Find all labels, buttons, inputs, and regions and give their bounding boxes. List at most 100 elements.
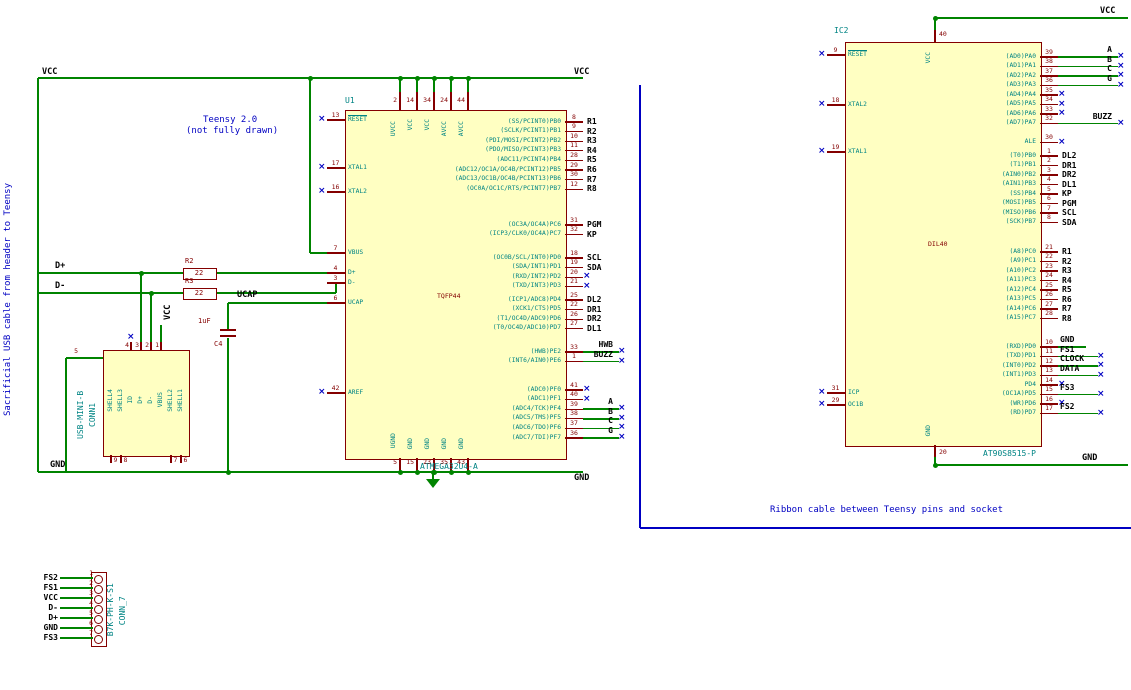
pin-name: (PDO/MISO/PCINT3)PB3 [485, 146, 561, 154]
pin [327, 302, 345, 304]
pin-name: (OC0B/SCL/INT0)PD0 [492, 253, 561, 261]
pin-number: 34 [423, 96, 431, 104]
pin-number: 36 [570, 428, 578, 437]
conn7-reference: CONN_7 [118, 596, 127, 626]
pin [1040, 260, 1058, 263]
pin-name: (ADC6/TDO)PF6 [511, 424, 561, 431]
pin [433, 92, 435, 110]
pin-number: 20 [570, 267, 578, 276]
no-connect-icon: × [1097, 350, 1105, 361]
net-label: PGM [1062, 198, 1077, 208]
sheet-border [640, 527, 1131, 529]
wire [37, 78, 39, 472]
net-label-dplus: D+ [55, 261, 66, 271]
pin [327, 119, 345, 121]
pin-number: 38 [1045, 57, 1053, 65]
wire [1058, 365, 1098, 367]
resistor-r3-reference: R3 [185, 277, 194, 285]
conn7-pad [94, 624, 103, 634]
pin-number: 39 [1045, 47, 1053, 56]
pin-name: (OC0A/OC1C/RTS/PCINT7)PB7 [466, 184, 561, 192]
conn7-pad [94, 614, 103, 624]
pin-name: (ADC1)PF1 [526, 395, 561, 403]
pin-number: 22 [1045, 252, 1053, 260]
no-connect-icon: × [1097, 369, 1105, 380]
net-label: SCL [587, 253, 602, 262]
u1-body [345, 110, 567, 460]
wire [215, 272, 327, 274]
pin-name: (XCK1/CTS)PD5 [511, 305, 561, 313]
pin-number: 38 [570, 409, 578, 418]
pin [327, 191, 345, 193]
wire [450, 78, 452, 92]
pin-name: (AD1)PA1 [1005, 62, 1036, 70]
pin [827, 151, 845, 153]
net-label: PGM [587, 220, 602, 229]
pin-number: 2 [393, 96, 397, 104]
no-connect-icon: × [1117, 51, 1125, 61]
pin-number: 39 [570, 399, 578, 408]
pin-number: 8 [123, 456, 128, 464]
pin-number: 7 [1047, 203, 1051, 212]
pin-number: 8 [1047, 213, 1051, 221]
usb-pin-label: SHELL1 [176, 388, 184, 412]
pin-name: (INT1)PD3 [1001, 371, 1036, 379]
pin [170, 455, 172, 463]
conn7-pad [94, 584, 103, 594]
pin [1040, 65, 1058, 68]
wire [935, 17, 1128, 19]
sheet-border [639, 85, 641, 528]
junction-dot [414, 75, 420, 81]
net-label: R3 [1062, 266, 1072, 275]
wire [60, 607, 93, 609]
net-label: R7 [1062, 304, 1072, 313]
wire [227, 303, 229, 329]
junction-dot [307, 75, 313, 81]
pin-name: (AD4)PA4 [1005, 90, 1036, 98]
net-label: R5 [1062, 285, 1072, 294]
net-label-vcc: VCC [42, 67, 58, 77]
pin-name: (ICP3/CLK0/OC4A)PC7 [488, 230, 561, 238]
pin-number: 32 [570, 225, 578, 234]
pin [327, 252, 345, 254]
pin [565, 169, 583, 171]
wire [1058, 346, 1086, 348]
wire [467, 78, 469, 92]
net-label: KP [1062, 189, 1072, 198]
pin [1040, 374, 1058, 377]
wire [60, 627, 93, 629]
pin-number: 4 [125, 341, 129, 349]
net-label-vcc: VCC [574, 67, 590, 77]
pin-number: 31 [831, 383, 840, 392]
net-label: SCL [1062, 208, 1077, 217]
pin-name: D+ [348, 268, 356, 276]
no-connect-icon: × [583, 393, 591, 404]
pin [934, 445, 936, 457]
pin-number: 28 [1045, 309, 1053, 317]
capacitor-plate [220, 335, 236, 337]
pin-number: 1 [89, 569, 93, 577]
wire [583, 360, 619, 363]
wire [1058, 75, 1118, 77]
pin-name: (WR)PD6 [1009, 399, 1036, 407]
pin-name: (A11)PC3 [1005, 276, 1036, 284]
pin-number: 30 [1045, 133, 1053, 141]
pin-number: 30 [570, 170, 578, 179]
pin-name: RESET [848, 50, 867, 58]
no-connect-icon: × [1097, 407, 1105, 418]
net-label: DL2 [1062, 151, 1077, 160]
net-label: FS2 [43, 573, 58, 582]
wire [228, 302, 327, 304]
pin-name: (A13)PC5 [1005, 295, 1036, 303]
pin-name: GND [925, 425, 932, 437]
pin-number: 2 [1047, 156, 1051, 164]
pin-number: 9 [572, 122, 576, 131]
wire [60, 587, 93, 589]
gnd-symbol [426, 479, 440, 488]
pin-number: 17 [1045, 404, 1053, 412]
wire [1058, 374, 1098, 377]
pin [1040, 193, 1058, 195]
pin-number: 24 [440, 96, 448, 104]
usb-pin-label: ID [126, 396, 134, 404]
pin [1040, 270, 1058, 272]
